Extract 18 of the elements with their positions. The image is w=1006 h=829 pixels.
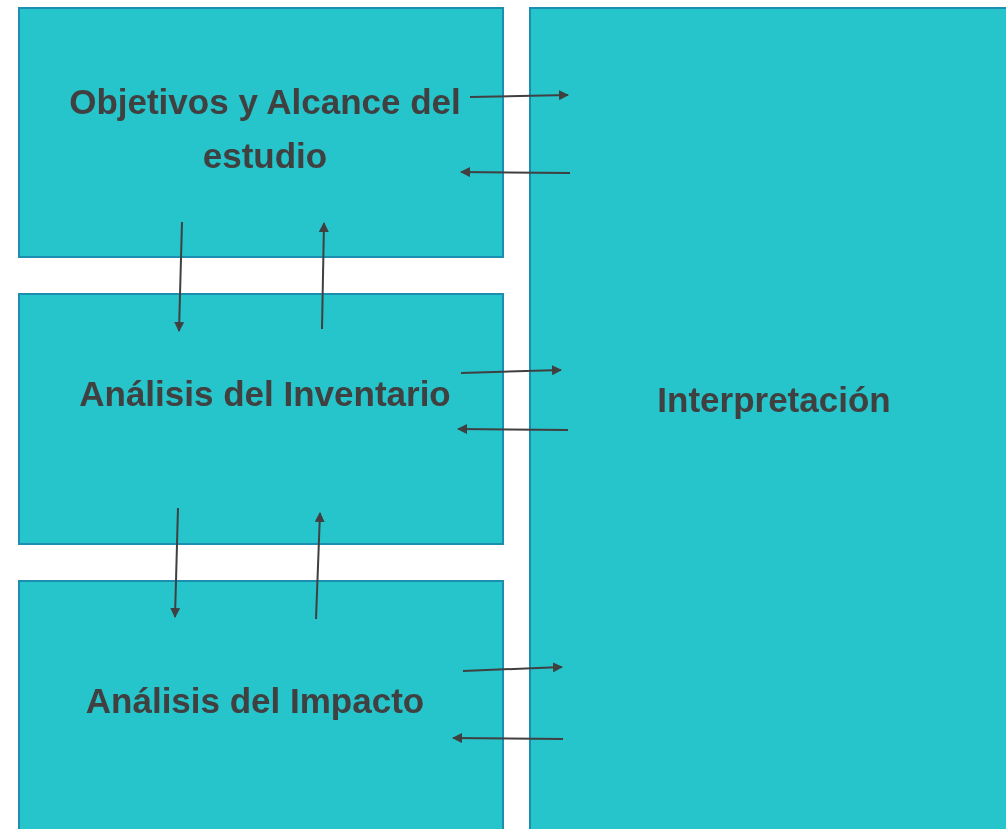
arrow [460, 167, 571, 178]
process-box [18, 293, 504, 545]
box-title: Análisis del Inventario [78, 373, 452, 415]
arrow [170, 507, 181, 618]
arrow [460, 365, 562, 376]
box-title: Interpretación [656, 379, 892, 421]
arrow [469, 90, 569, 101]
process-box [18, 7, 504, 258]
arrow [318, 222, 329, 330]
process-box [18, 580, 504, 829]
box-title: Análisis del Impacto [84, 680, 426, 722]
process-box [529, 7, 1006, 829]
arrow [462, 662, 563, 673]
arrow [174, 221, 185, 332]
arrow [457, 424, 569, 435]
box-title: Objetivos y Alcance del estudio [68, 81, 462, 177]
arrow [314, 512, 325, 620]
arrow [452, 733, 564, 744]
